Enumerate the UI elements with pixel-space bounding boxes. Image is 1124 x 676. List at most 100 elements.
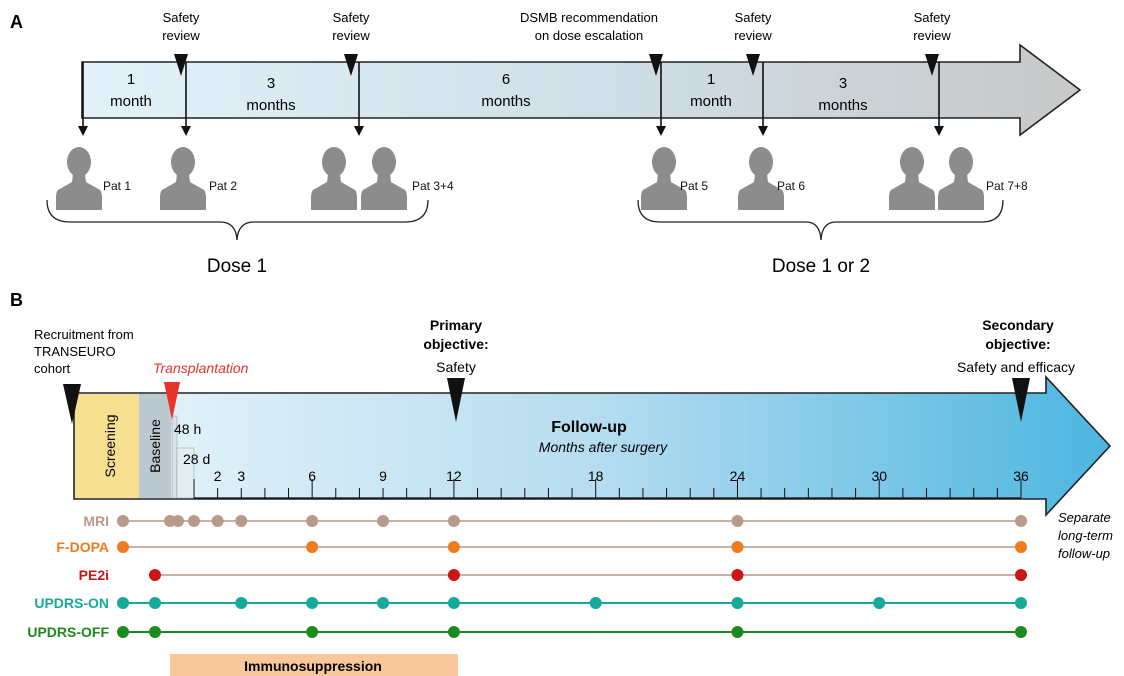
primary-objective-title2: objective: [423, 336, 488, 352]
updrs-on-row-label: UPDRS-ON [34, 595, 109, 611]
patient-label-4: Pat 5 [680, 179, 708, 193]
panel-a: A 1 month 3 months 6 months 1 month 3 mo… [10, 10, 1082, 277]
mri-timepoint [211, 515, 224, 527]
interval-1-unit: month [110, 93, 152, 110]
patient-label-3: Pat 3+4 [412, 179, 454, 193]
panel-b-label: B [10, 290, 23, 310]
month-label: 9 [379, 468, 387, 484]
interval-3-number: 6 [502, 71, 510, 88]
panel-a-label: A [10, 12, 23, 32]
person-icon [56, 147, 102, 210]
timeline-arrow-a [81, 43, 1082, 137]
secondary-objective-title1: Secondary [982, 317, 1054, 333]
updrs-off-timepoint [1015, 626, 1027, 638]
followup-subtitle: Months after surgery [539, 439, 668, 455]
person-icon [311, 147, 357, 210]
dose-1-label: Dose 1 [207, 256, 267, 277]
secondary-objective-sub: Safety and efficacy [957, 359, 1075, 375]
timeline-arrow-b [73, 374, 1112, 518]
updrs-off-timepoint [731, 626, 744, 638]
transplantation-marker [164, 382, 180, 420]
f-dopa-timepoint [447, 541, 460, 553]
separate-followup-line3: follow-up [1058, 546, 1110, 561]
recruitment-line1: Recruitment from [34, 327, 134, 342]
updrs-on-timepoint [306, 597, 319, 609]
updrs-on-timepoint [589, 597, 602, 609]
mri-timepoint [377, 515, 390, 527]
f-dopa-timepoint [731, 541, 744, 553]
updrs-on-timepoint [873, 597, 886, 609]
transplantation-label: Transplantation [153, 360, 249, 376]
separate-followup-line1: Separate [1058, 510, 1111, 525]
month-label: 6 [308, 468, 316, 484]
primary-objective-marker [447, 378, 465, 422]
mri-row-label: MRI [83, 513, 109, 529]
pe2i-row-label: PE2i [79, 567, 109, 583]
event-1-line2: review [162, 28, 200, 43]
patient-icons [56, 147, 984, 210]
updrs-on-timepoint [1015, 597, 1027, 609]
month-label: 18 [588, 468, 604, 484]
dose-1-or-2-label: Dose 1 or 2 [772, 256, 870, 277]
28d-label: 28 d [183, 451, 210, 467]
patient-label-2: Pat 2 [209, 179, 237, 193]
48h-label: 48 h [174, 421, 201, 437]
pe2i-timepoint [1015, 569, 1027, 581]
mri-timepoint [172, 515, 184, 527]
event-markers [174, 54, 939, 76]
updrs-off-timepoint [149, 626, 161, 638]
updrs-on-timepoint [149, 597, 161, 609]
person-icon [361, 147, 407, 210]
mri-timepoint [306, 515, 319, 527]
screening-label: Screening [102, 414, 118, 477]
baseline-box [139, 394, 171, 498]
f-dopa-row-label: F-DOPA [56, 539, 109, 555]
month-label: 30 [871, 468, 887, 484]
month-label: 2 [214, 468, 222, 484]
event-2-line2: review [332, 28, 370, 43]
patient-arrows [78, 62, 944, 136]
interval-2-unit: months [246, 97, 295, 114]
primary-objective-title1: Primary [430, 317, 482, 333]
event-2-marker [344, 54, 358, 76]
followup-title: Follow-up [551, 419, 627, 436]
f-dopa-timepoint [1015, 541, 1027, 553]
event-1-marker [174, 54, 188, 76]
mri-timepoint [1015, 515, 1027, 527]
month-label: 3 [237, 468, 245, 484]
mri-timepoint [235, 515, 248, 527]
f-dopa-timepoint [306, 541, 319, 553]
updrs-on-timepoint [731, 597, 744, 609]
patient-label-5: Pat 6 [777, 179, 805, 193]
event-5-line1: Safety [914, 10, 951, 25]
interval-2-number: 3 [267, 75, 275, 92]
separate-followup-line2: long-term [1058, 528, 1113, 543]
interval-1-number: 1 [127, 71, 135, 88]
screening-box [75, 394, 139, 498]
baseline-label: Baseline [147, 419, 163, 473]
mri-timepoint [731, 515, 744, 527]
immunosuppression-label: Immunosuppression [244, 658, 382, 674]
event-labels: Safety review Safety review DSMB recomme… [162, 10, 951, 43]
patient-labels: Pat 1 Pat 2 Pat 3+4 Pat 5 Pat 6 Pat 7+8 [103, 179, 1028, 193]
person-icon [938, 147, 984, 210]
interval-labels: 1 month 3 months 6 months 1 month 3 mont… [110, 71, 867, 114]
event-3-line2: on dose escalation [535, 28, 643, 43]
pe2i-timepoint [149, 569, 161, 581]
month-label: 12 [446, 468, 462, 484]
event-4-marker [746, 54, 760, 76]
mri-timepoint [188, 515, 200, 527]
panel-b: B Recruitment from TRANSEURO cohort Tran… [10, 290, 1113, 676]
updrs-off-row-label: UPDRS-OFF [27, 624, 109, 640]
recruitment-line2: TRANSEURO [34, 344, 116, 359]
event-5-line2: review [913, 28, 951, 43]
recruitment-marker [63, 384, 81, 424]
person-icon [889, 147, 935, 210]
updrs-off-timepoint [447, 626, 460, 638]
updrs-on-timepoint [447, 597, 460, 609]
dose-1-brace [46, 199, 429, 241]
interval-5-number: 3 [839, 75, 847, 92]
